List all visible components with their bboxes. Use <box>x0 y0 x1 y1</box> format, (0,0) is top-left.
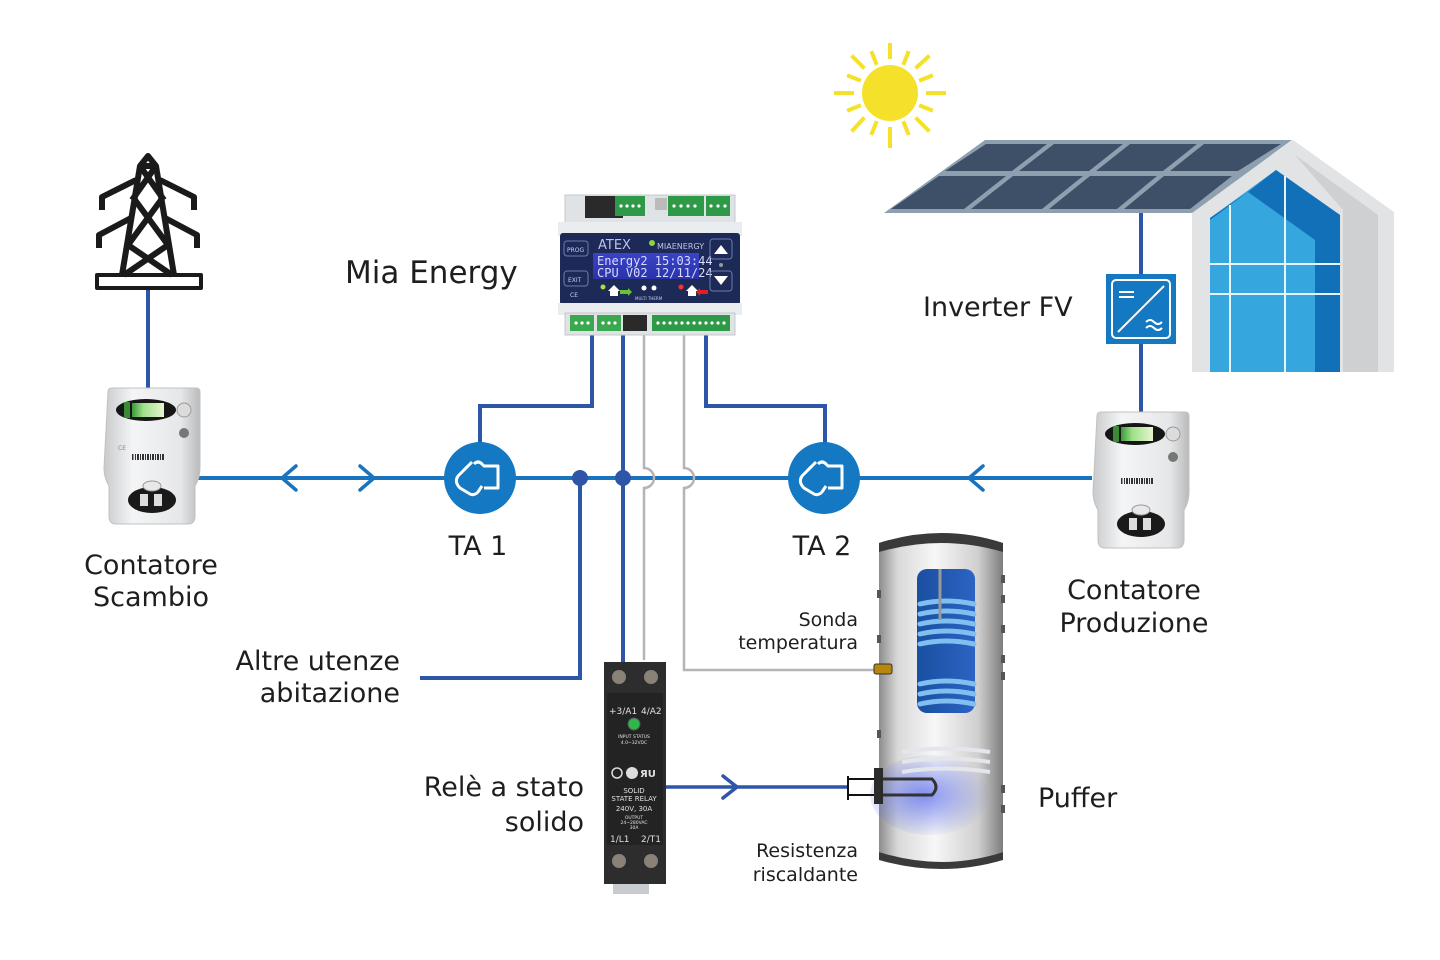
mia-energy-controller: ATEX MIAENERGY Energy2 15:03:44 CPU V02 … <box>558 194 742 336</box>
clamp-icon <box>454 460 500 497</box>
signal-wire-sonda <box>682 332 878 672</box>
relay-rating: 240V, 30A <box>616 805 653 813</box>
solar-panel-icon <box>884 140 1292 213</box>
flow-arrows <box>279 464 985 800</box>
label-ta2: TA 2 <box>792 531 852 562</box>
signal-wire-relay <box>642 332 656 660</box>
temperature-probe <box>873 663 893 675</box>
device-ce: CE <box>570 292 578 299</box>
puffer-tank <box>847 533 1005 869</box>
arrow-right-icon <box>721 774 740 800</box>
junction-dot <box>572 470 588 486</box>
relay-terminal-a2: 4/A2 <box>641 707 662 717</box>
solid-state-relay: +3/A1 4/A2 INPUT STATUS 4.0~32VDC ЯU SOL… <box>604 662 666 894</box>
device-brand-mia: MIAENERGY <box>657 242 704 251</box>
relay-input-status: INPUT STATUS <box>618 734 650 740</box>
relay-ul-mark: ЯU <box>640 769 656 780</box>
device-lcd-line2: CPU V02 12/11/24 <box>597 266 713 280</box>
ta2-current-clamp <box>788 442 860 514</box>
wire-altre-utenze <box>420 478 582 680</box>
grid-import-status-icon <box>678 284 708 296</box>
device-brand-atex: ATEX <box>598 238 631 253</box>
label-resistenza-1: Resistenza <box>756 840 858 862</box>
exit-label: EXIT <box>568 277 582 284</box>
relay-title-1: SOLID <box>623 787 644 795</box>
inverter-icon <box>1106 274 1176 344</box>
arrow-left-icon <box>966 464 985 492</box>
label-contatore-scambio-2: Scambio <box>93 582 209 613</box>
meter-produzione <box>1092 411 1190 549</box>
arrow-right-icon <box>358 464 377 492</box>
wire-ta1-device <box>478 332 594 448</box>
up-button[interactable] <box>709 238 733 260</box>
house-icon <box>1192 140 1394 372</box>
arrow-up-icon <box>714 245 728 254</box>
arrow-down-icon <box>714 276 728 285</box>
ta1-current-clamp <box>444 442 516 514</box>
label-sonda-1: Sonda <box>799 609 858 631</box>
meter-ce: CE <box>118 445 126 452</box>
relay-terminal-a1: +3/A1 <box>609 707 637 717</box>
label-ta1: TA 1 <box>448 531 508 562</box>
relay-title-2: STATE RELAY <box>611 795 657 803</box>
down-button[interactable] <box>709 270 733 292</box>
relay-output-2: 24~280VAC <box>620 820 647 826</box>
wires <box>146 213 1143 789</box>
label-contatore-produzione-2: Produzione <box>1059 608 1208 639</box>
label-mia-energy: Mia Energy <box>345 255 518 291</box>
device-lcd-line1: Energy2 15:03:44 <box>597 254 713 268</box>
relay-terminal-t1: 2/T1 <box>641 835 661 845</box>
sun-icon <box>834 43 946 148</box>
meter-scambio: CE <box>103 387 201 525</box>
arrow-left-icon <box>279 464 298 492</box>
multi-therm-label: MULTI THERM <box>635 296 663 301</box>
prog-button[interactable] <box>563 240 589 257</box>
label-inverter: Inverter FV <box>923 292 1073 323</box>
relay-output-3: 30A <box>630 825 640 831</box>
label-rele-1: Relè a stato <box>424 772 584 803</box>
relay-terminal-l1: 1/L1 <box>610 835 630 845</box>
power-pylon-icon <box>95 153 203 290</box>
label-resistenza-2: riscaldante <box>753 864 858 886</box>
relay-output-1: OUTPUT <box>625 815 644 821</box>
exit-button[interactable] <box>563 270 589 287</box>
label-puffer: Puffer <box>1038 783 1118 814</box>
heating-element <box>847 768 938 804</box>
label-altre-utenze-2: abitazione <box>260 678 400 709</box>
label-contatore-scambio-1: Contatore <box>84 550 218 581</box>
relay-input-range: 4.0~32VDC <box>621 740 647 746</box>
wire-ta2-device <box>704 332 827 448</box>
grid-export-status-icon <box>600 284 632 296</box>
prog-label: PROG <box>567 247 585 254</box>
label-rele-2: solido <box>505 807 584 838</box>
clamp-icon <box>798 460 844 497</box>
junction-dot <box>615 470 631 486</box>
label-contatore-produzione-1: Contatore <box>1067 575 1201 606</box>
multi-therm-status-icon: MULTI THERM <box>635 285 663 301</box>
label-altre-utenze-1: Altre utenze <box>236 646 400 677</box>
label-sonda-2: temperatura <box>738 632 858 654</box>
